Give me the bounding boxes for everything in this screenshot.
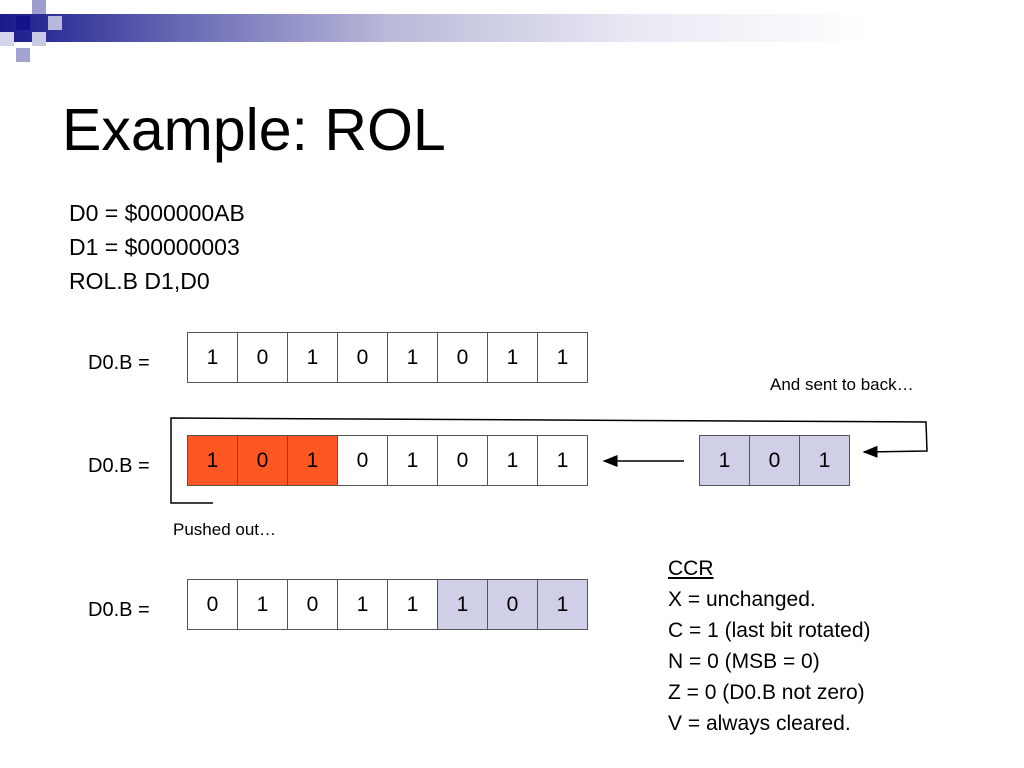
bit-cell: 0 — [338, 333, 388, 383]
header-squares-logo — [0, 0, 70, 70]
ccr-line-z: Z = 0 (D0.B not zero) — [668, 681, 865, 704]
ccr-line-x: X = unchanged. — [668, 588, 816, 611]
ccr-line-c: C = 1 (last bit rotated) — [668, 619, 871, 642]
register-result: 0 1 0 1 1 1 0 1 — [187, 579, 588, 630]
bit-cell: 0 — [238, 436, 288, 486]
register-label-result: D0.B = — [88, 599, 150, 621]
ccr-line-v: V = always cleared. — [668, 712, 851, 735]
bit-cell: 0 — [238, 333, 288, 383]
bit-cell: 1 — [288, 436, 338, 486]
pushed-out-note: Pushed out… — [173, 520, 277, 539]
code-line-instruction: ROL.B D1,D0 — [69, 268, 210, 294]
header-gradient-bar — [0, 14, 1024, 42]
bit-cell: 1 — [488, 333, 538, 383]
register-label-shift: D0.B = — [88, 455, 150, 477]
bit-cell: 1 — [238, 580, 288, 630]
code-line-d0: D0 = $000000AB — [69, 200, 245, 226]
bit-cell: 1 — [338, 580, 388, 630]
bit-cell: 0 — [188, 580, 238, 630]
bit-cell: 1 — [388, 333, 438, 383]
bit-cell: 0 — [488, 580, 538, 630]
bit-cell: 1 — [388, 580, 438, 630]
bit-cell: 1 — [388, 436, 438, 486]
register-initial: 1 0 1 0 1 0 1 1 — [187, 332, 588, 383]
bit-cell: 1 — [288, 333, 338, 383]
rotated-bit-cell: 1 — [700, 436, 750, 486]
bit-cell: 1 — [538, 580, 588, 630]
bit-cell: 0 — [438, 333, 488, 383]
bit-cell: 0 — [438, 436, 488, 486]
bit-cell: 1 — [538, 436, 588, 486]
rotated-bit-cell: 1 — [800, 436, 850, 486]
rotated-bits-box: 1 0 1 — [699, 435, 850, 486]
slide-title: Example: ROL — [62, 97, 446, 163]
bit-cell: 1 — [188, 333, 238, 383]
register-label-initial: D0.B = — [88, 352, 150, 374]
bit-cell: 1 — [538, 333, 588, 383]
rotated-bit-cell: 0 — [750, 436, 800, 486]
bit-cell: 0 — [338, 436, 388, 486]
register-shift: 1 0 1 0 1 0 1 1 — [187, 435, 588, 486]
ccr-heading: CCR — [668, 557, 714, 580]
bit-cell: 1 — [188, 436, 238, 486]
code-line-d1: D1 = $00000003 — [69, 234, 240, 260]
ccr-line-n: N = 0 (MSB = 0) — [668, 650, 820, 673]
bit-cell: 0 — [288, 580, 338, 630]
bit-cell: 1 — [488, 436, 538, 486]
sent-to-back-note: And sent to back… — [770, 375, 914, 394]
bit-cell: 1 — [438, 580, 488, 630]
